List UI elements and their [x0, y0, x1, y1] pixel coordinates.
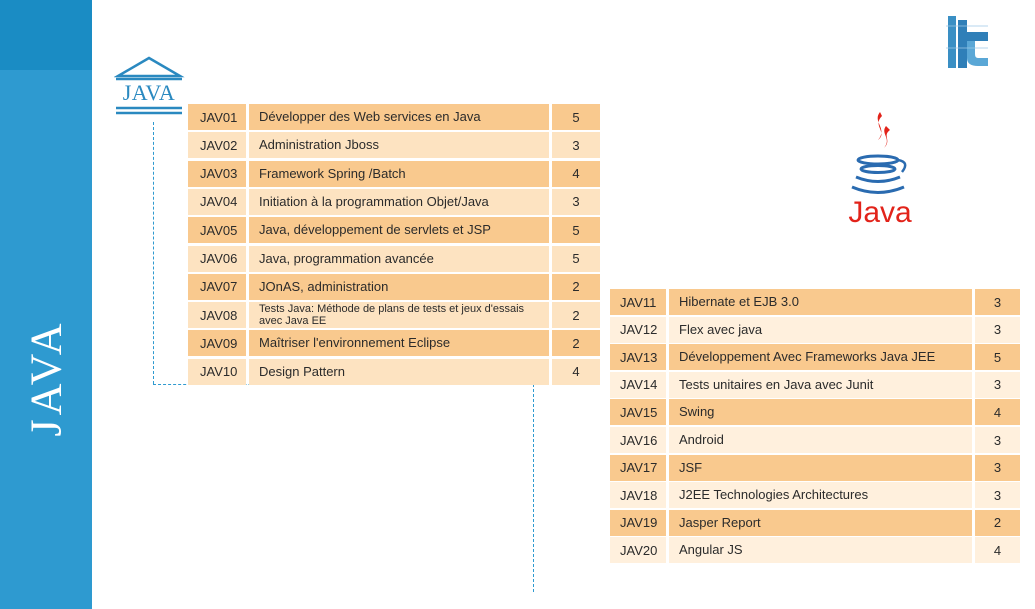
course-duration: 5	[552, 217, 600, 244]
course-duration: 3	[975, 427, 1020, 453]
java-wordmark: Java	[848, 196, 912, 229]
java-logo: Java	[842, 108, 922, 229]
course-code: JAV10	[188, 358, 246, 385]
course-title: Angular JS	[669, 537, 972, 564]
course-title: J2EE Technologies Architectures	[669, 482, 972, 509]
course-title: Administration Jboss	[249, 132, 549, 159]
course-code: JAV17	[610, 454, 666, 481]
course-duration: 5	[552, 245, 600, 272]
course-duration: 4	[552, 358, 600, 385]
course-duration: 3	[975, 316, 1020, 343]
it-logo	[944, 14, 990, 70]
course-duration: 3	[552, 132, 600, 159]
course-code: JAV08	[188, 302, 246, 329]
course-code: JAV02	[188, 132, 246, 159]
coffee-cup-icon	[851, 112, 907, 194]
course-duration: 2	[975, 509, 1020, 536]
course-title: Swing	[669, 399, 972, 426]
course-code: JAV14	[610, 371, 666, 398]
course-duration: 5	[975, 344, 1020, 371]
course-code: JAV18	[610, 482, 666, 509]
course-title: Tests unitaires en Java avec Junit	[669, 371, 972, 398]
course-title: JOnAS, administration	[249, 273, 549, 300]
course-code: JAV07	[188, 273, 246, 300]
course-duration: 3	[975, 289, 1020, 315]
course-title: Maîtriser l'environnement Eclipse	[249, 330, 549, 357]
course-duration: 3	[975, 371, 1020, 398]
course-code: JAV05	[188, 217, 246, 244]
it-logo-icon	[946, 16, 988, 68]
course-code: JAV01	[188, 104, 246, 130]
sidebar-title: JAVA	[21, 319, 71, 437]
course-duration: 4	[975, 399, 1020, 426]
building-icon	[113, 56, 185, 115]
course-duration: 3	[552, 188, 600, 215]
course-code: JAV03	[188, 160, 246, 187]
java-building-logo: JAVA	[113, 56, 190, 122]
course-title: JSF	[669, 454, 972, 481]
course-code: JAV15	[610, 399, 666, 426]
course-title: Tests Java: Méthode de plans de tests et…	[249, 302, 549, 329]
course-title: Android	[669, 427, 972, 453]
sidebar-top-band	[0, 0, 92, 70]
course-title: Développer des Web services en Java	[249, 104, 549, 130]
course-code: JAV19	[610, 509, 666, 536]
course-title: Jasper Report	[669, 509, 972, 536]
course-title: Hibernate et EJB 3.0	[669, 289, 972, 315]
course-code: JAV20	[610, 537, 666, 564]
course-title: Framework Spring /Batch	[249, 160, 549, 187]
connector-line	[153, 122, 154, 384]
course-duration: 4	[552, 160, 600, 187]
course-duration: 2	[552, 330, 600, 357]
connector-line	[533, 384, 534, 592]
course-duration: 2	[552, 273, 600, 300]
logo-label: JAVA	[122, 80, 176, 105]
course-duration: 3	[975, 482, 1020, 509]
course-title: Initiation à la programmation Objet/Java	[249, 188, 549, 215]
sidebar: JAVA	[0, 0, 92, 609]
course-duration: 2	[552, 302, 600, 329]
course-title: Java, développement de servlets et JSP	[249, 217, 549, 244]
course-duration: 3	[975, 454, 1020, 481]
course-code: JAV11	[610, 289, 666, 315]
course-code: JAV12	[610, 316, 666, 343]
course-duration: 5	[552, 104, 600, 130]
course-duration: 4	[975, 537, 1020, 564]
course-code: JAV06	[188, 245, 246, 272]
course-code: JAV04	[188, 188, 246, 215]
course-title: Développement Avec Frameworks Java JEE	[669, 344, 972, 371]
course-title: Java, programmation avancée	[249, 245, 549, 272]
course-title: Flex avec java	[669, 316, 972, 343]
course-code: JAV09	[188, 330, 246, 357]
course-code: JAV16	[610, 427, 666, 453]
course-code: JAV13	[610, 344, 666, 371]
course-title: Design Pattern	[249, 358, 549, 385]
